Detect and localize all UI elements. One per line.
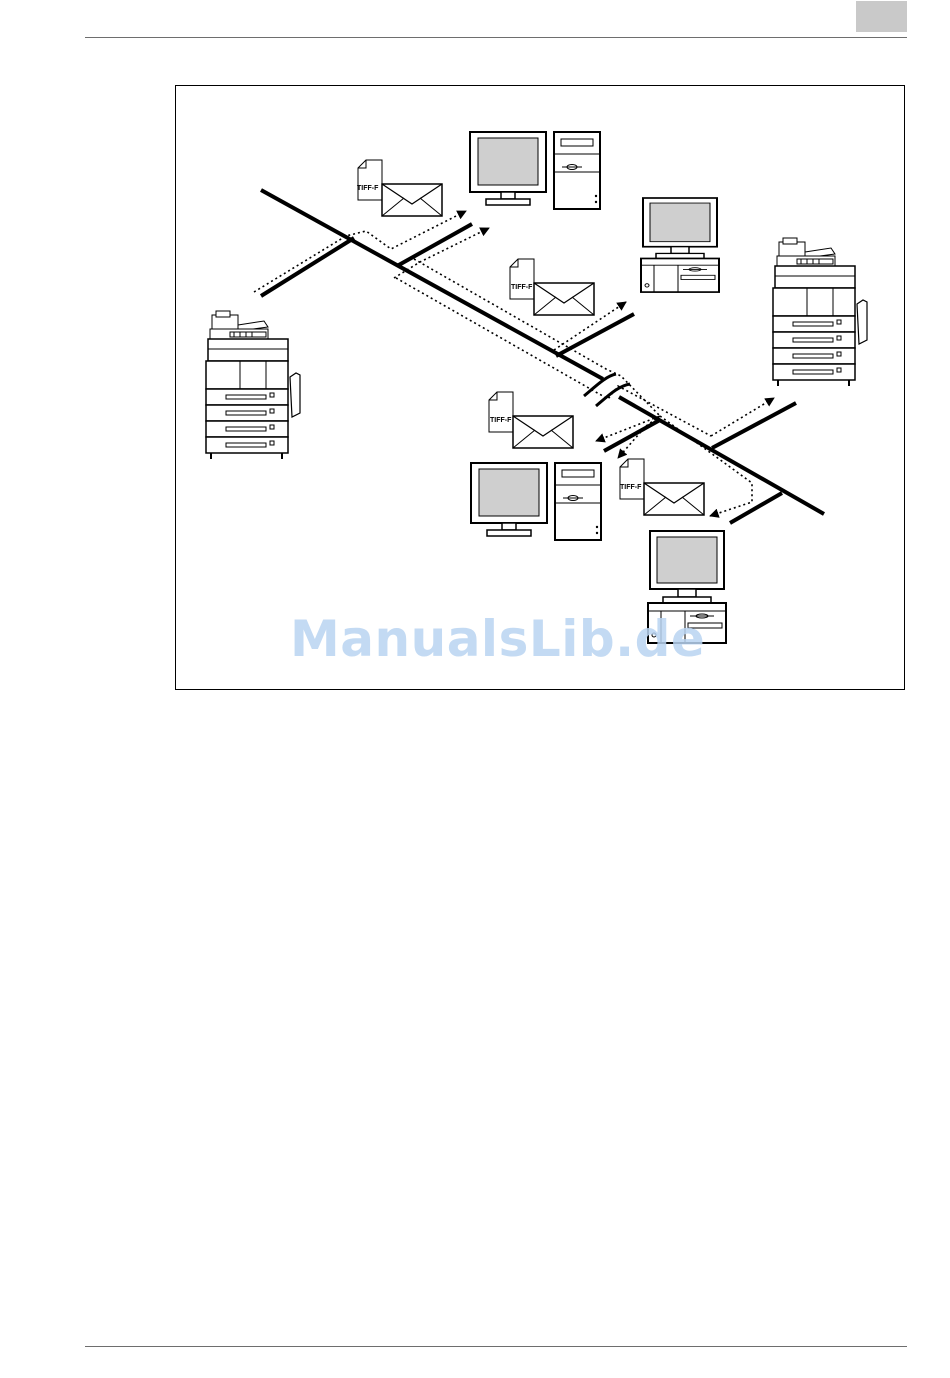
tiff-label: TIFF-F — [490, 417, 512, 424]
tiff-label: TIFF-F — [511, 284, 533, 291]
footer-rule — [85, 1346, 907, 1347]
tiff-attachment-1: TIFF-F — [357, 160, 442, 216]
tiff-attachment-4: TIFF-F — [620, 459, 704, 515]
watermark: ManualsLib.de — [290, 610, 670, 668]
tower-computer-bottom — [471, 463, 601, 540]
network-diagram: TIFF-F TIFF-F TIFF-F TIFF-F — [176, 86, 906, 691]
tiff-label: TIFF-F — [620, 484, 642, 491]
network-diagram-figure: TIFF-F TIFF-F TIFF-F TIFF-F — [175, 85, 905, 690]
page-tab — [856, 1, 907, 32]
copier-left — [206, 311, 300, 459]
tiff-attachment-3: TIFF-F — [489, 392, 573, 448]
copier-right — [773, 238, 867, 386]
header-rule — [85, 37, 907, 38]
tower-computer-top — [470, 132, 600, 209]
tiff-label: TIFF-F — [357, 185, 379, 192]
tiff-attachment-2: TIFF-F — [510, 259, 594, 315]
desktop-computer-right — [641, 198, 719, 292]
